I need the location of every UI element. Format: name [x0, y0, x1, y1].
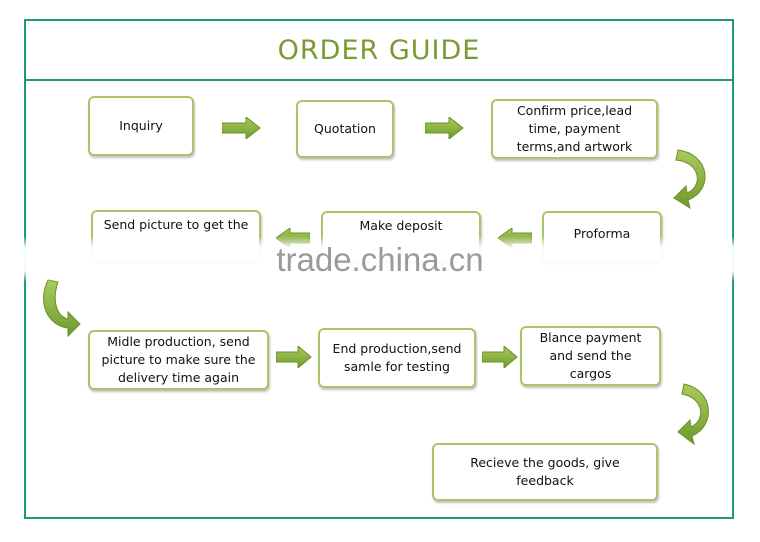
step-quotation: Quotation [296, 100, 394, 158]
step-inquiry-label: Inquiry [119, 117, 163, 133]
step-quotation-label: Quotation [314, 120, 376, 136]
curved-arrow-down-icon [677, 383, 709, 446]
watermark-band [0, 236, 760, 282]
step-deposit-label: Make deposit [359, 218, 443, 233]
curved-arrow-down-icon [43, 279, 81, 338]
arrow-right-icon [425, 117, 464, 139]
step-midle-production-label: Midle production, send picture to make s… [101, 333, 256, 386]
step-balance-payment-label: Blance payment and send the cargos [539, 329, 642, 382]
page-title: ORDER GUIDE [277, 34, 481, 66]
step-midle-production: Midle production, send picture to make s… [88, 330, 269, 390]
step-end-production-label: End production,send samle for testing [332, 340, 462, 374]
step-receive-goods-label: Recieve the goods, give feedback [470, 454, 620, 488]
step-confirm-label: Confirm price,lead time, payment terms,a… [516, 102, 633, 155]
step-inquiry: Inquiry [88, 96, 194, 156]
arrow-right-icon [482, 346, 518, 368]
step-send-picture-label: Send picture to get the [103, 217, 249, 232]
step-balance-payment: Blance payment and send the cargos [520, 326, 661, 386]
step-receive-goods: Recieve the goods, give feedback [432, 443, 658, 501]
step-end-production: End production,send samle for testing [318, 328, 476, 388]
arrow-right-icon [276, 346, 312, 368]
watermark-text: trade.china.cn [276, 241, 484, 278]
step-confirm: Confirm price,lead time, payment terms,a… [491, 99, 658, 159]
arrow-right-icon [222, 117, 261, 139]
header-bar: ORDER GUIDE [24, 19, 734, 81]
curved-arrow-down-icon [673, 149, 706, 210]
